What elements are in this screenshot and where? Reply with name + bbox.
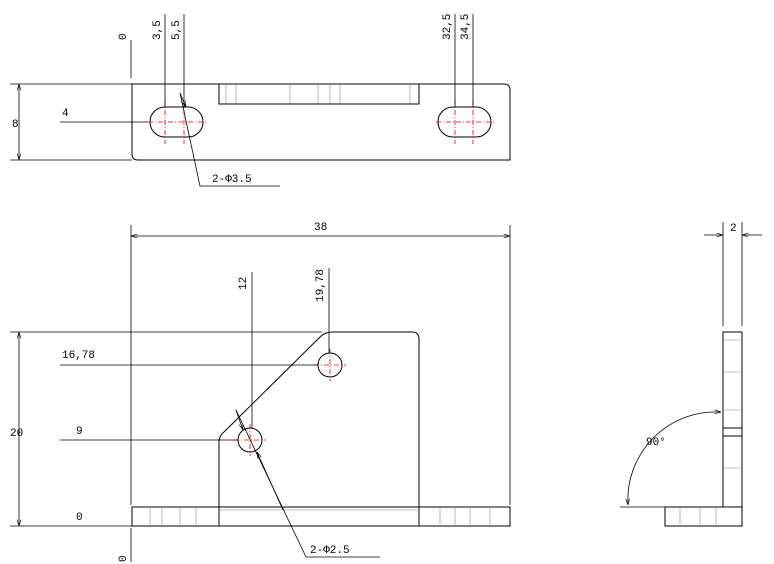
dim-9: 9 [76,426,83,438]
top-view: 0 3,5 5,5 32,5 34,5 8 4 2-Φ3.5 [10,14,511,187]
right-slot [437,106,492,138]
dim-top-0: 0 [118,33,130,40]
front-view-outline [218,331,420,526]
slot-callout: 2-Φ3.5 [212,174,252,186]
dim-16-78: 16,78 [62,350,95,362]
top-view-bend-region [218,83,420,105]
top-view-outline [131,83,511,161]
dim-5-5: 5,5 [171,20,183,40]
dim-0-y: 0 [76,512,83,524]
angle-90: 90° [646,437,666,449]
dim-34-5: 34,5 [460,14,472,40]
dim-32-5: 32,5 [442,14,454,40]
dim-3-5: 3,5 [152,20,164,40]
dim-2: 2 [730,223,737,235]
dim-19-78: 19,78 [315,269,327,302]
dim-20: 20 [10,428,23,440]
dim-12: 12 [238,277,250,290]
side-view-base [664,506,743,527]
side-view-wall [722,331,743,508]
side-view: 2 90° [620,222,762,527]
front-view-base [131,506,511,527]
dim-4: 4 [62,108,69,120]
dim-8: 8 [12,119,19,131]
dim-38: 38 [314,222,327,234]
dim-0-x: 0 [118,555,130,562]
hole-callout: 2-Φ2.5 [310,545,350,557]
front-view: 38 12 19,78 16,78 9 20 0 0 2-Φ2.5 [10,222,511,562]
left-slot [149,106,204,138]
